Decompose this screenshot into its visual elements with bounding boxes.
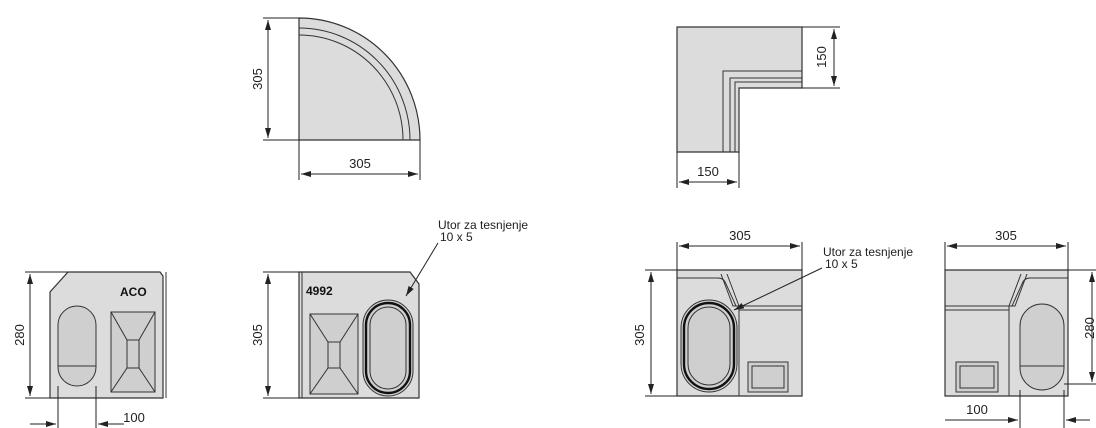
side-b-height-dimension: 280 <box>1082 317 1096 339</box>
front-a-bottom-dimension: 100 <box>123 410 145 425</box>
plan-height-dimension: 305 <box>250 68 265 90</box>
side-view-oval: 305 305 Utor za tesnjenje 10 x 5 <box>632 228 913 397</box>
side-a-height-dimension: 305 <box>632 324 647 346</box>
front-view-aco: ACO 280 100 <box>12 271 167 428</box>
aco-logo-text: ACO <box>120 285 147 299</box>
product-code-text: 4992 <box>306 284 333 298</box>
side-b-width-dimension: 305 <box>995 228 1017 243</box>
side-a-width-dimension: 305 <box>729 228 751 243</box>
side-a-seal-note-line2: 10 x 5 <box>825 257 858 271</box>
front-a-height-dimension: 280 <box>12 324 27 346</box>
front-b-height-dimension: 305 <box>250 324 265 346</box>
seal-groove-note-line1: Utor za tesnjenje <box>438 218 528 232</box>
quarter-round-plan-view: 305 305 <box>250 17 421 180</box>
front-view-4992: 4992 305 Utor za tesnjenje 10 x 5 <box>250 218 528 399</box>
side-b-bottom-dimension: 100 <box>966 402 988 417</box>
l-corner-plan-view: 150 150 <box>676 26 840 188</box>
seal-groove-note-line2: 10 x 5 <box>440 230 473 244</box>
side-view-mirror: 305 280 100 <box>944 228 1096 428</box>
side-a-seal-note-line1: Utor za tesnjenje <box>823 245 913 259</box>
corner-height-dimension: 150 <box>814 46 829 68</box>
plan-width-dimension: 305 <box>349 156 371 171</box>
corner-width-dimension: 150 <box>697 164 719 179</box>
